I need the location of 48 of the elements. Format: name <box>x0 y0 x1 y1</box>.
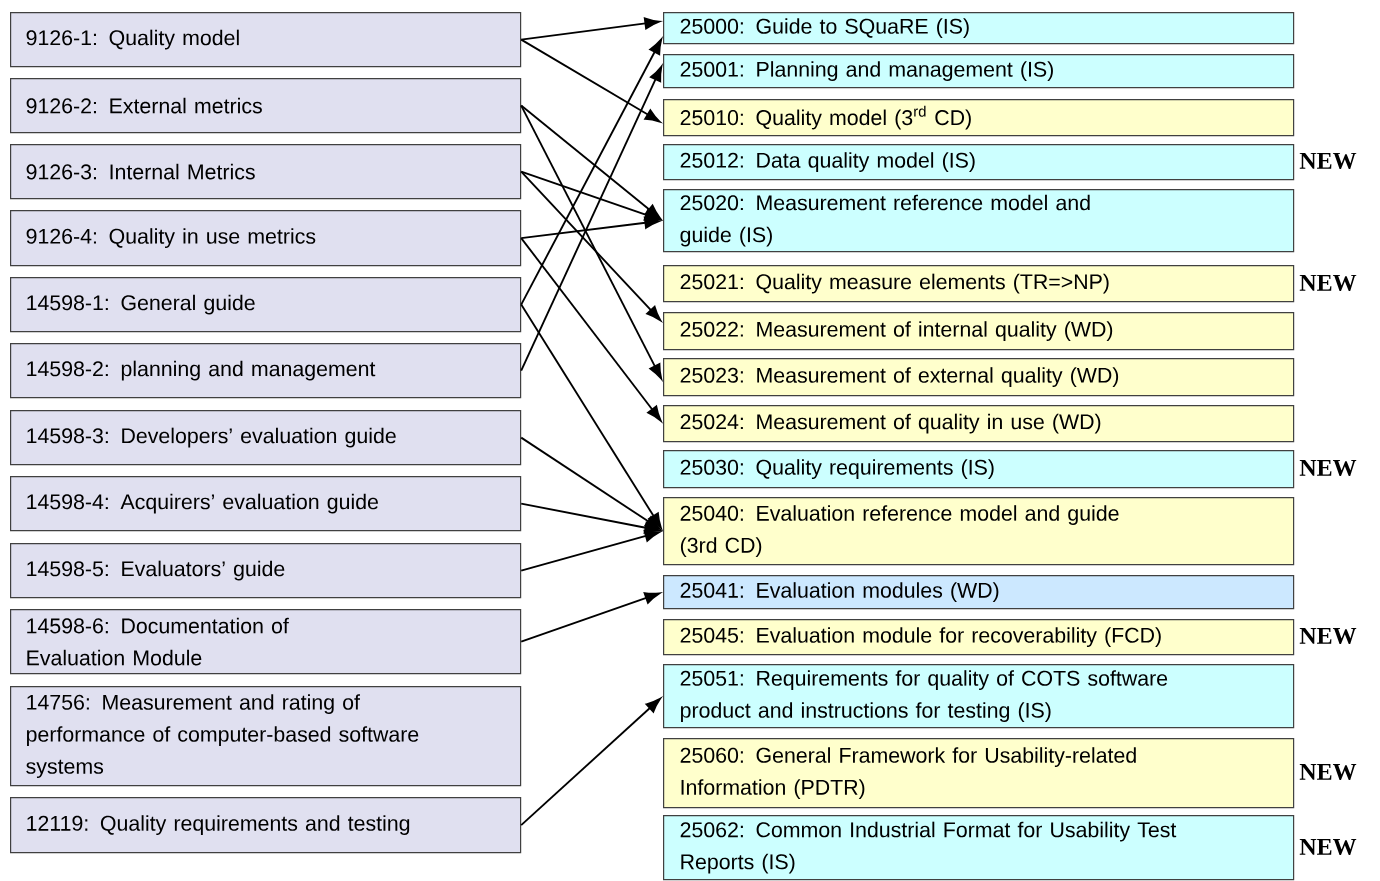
standard-box: 9126-4: Quality in use metrics <box>10 210 522 267</box>
standard-box: 25060: General Framework for Usability-related Information (PDTR) <box>663 738 1295 809</box>
standard-box: 9126-1: Quality model <box>10 12 522 68</box>
new-tag: NEW <box>1299 763 1357 781</box>
arrow <box>520 502 660 534</box>
standard-box: 25012: Data quality model (IS) <box>663 144 1295 181</box>
standard-box: 9126-2: External metrics <box>10 78 522 134</box>
standard-box: 25062: Common Industrial Format for Usability Test Reports (IS) <box>663 815 1295 881</box>
new-tag: NEW <box>1299 459 1357 477</box>
standard-box: 14598-4: Acquirers’ evaluation guide <box>10 476 522 532</box>
new-tag: NEW <box>1299 838 1357 856</box>
standard-box: 25020: Measurement reference model and guide (IS) <box>663 189 1295 253</box>
new-tag: NEW <box>1299 152 1357 170</box>
standard-box: 9126-3: Internal Metrics <box>10 144 522 200</box>
standard-box: 25040: Evaluation reference model and guide (3rd CD) <box>663 497 1295 566</box>
new-tag: NEW <box>1299 274 1357 292</box>
arrow <box>520 170 661 221</box>
standard-box: 25000: Guide to SQuaRE (IS) <box>663 12 1295 45</box>
arrow <box>520 170 662 322</box>
standard-box: 14598-2: planning and management <box>10 343 522 399</box>
arrow <box>520 38 663 306</box>
arrow <box>520 303 662 529</box>
standard-box: 14598-5: Evaluators’ guide <box>10 543 522 599</box>
standard-box: 25041: Evaluation modules (WD) <box>663 575 1295 610</box>
standard-box: 25051: Requirements for quality of COTS software product and instructions for testing (IS) <box>663 664 1295 729</box>
arrow <box>520 592 661 643</box>
standard-box: 14598-1: General guide <box>10 277 522 333</box>
standard-box: 25030: Quality requirements (IS) <box>663 450 1295 489</box>
arrow <box>520 38 661 123</box>
arrow <box>520 697 661 827</box>
arrow <box>520 17 660 41</box>
arrow <box>520 237 662 422</box>
standard-box: 25022: Measurement of internal quality (WD) <box>663 312 1295 351</box>
standard-box: 14598-6: Documentation of Evaluation Module <box>10 609 522 675</box>
standard-box: 25024: Measurement of quality in use (WD) <box>663 405 1295 443</box>
standard-box: 25001: Planning and management (IS) <box>663 54 1295 89</box>
standard-box: 25045: Evaluation module for recoverability (FCD) <box>663 619 1295 656</box>
standard-box: 12119: Quality requirements and testing <box>10 797 522 854</box>
standard-box: 14756: Measurement and rating of performance of computer-based software systems <box>10 686 522 787</box>
standard-box: 14598-3: Developers’ evaluation guide <box>10 410 522 466</box>
arrow <box>520 436 661 530</box>
standard-box: 25023: Measurement of external quality (WD) <box>663 358 1295 397</box>
standard-box: 25021: Quality measure elements (TR=>NP) <box>663 265 1295 303</box>
new-tag: NEW <box>1299 627 1357 645</box>
arrow <box>520 530 661 572</box>
arrow <box>520 216 660 240</box>
arrow <box>520 104 661 219</box>
standard-box: 25010: Quality model (3$^{rd}$ CD) <box>663 99 1295 137</box>
